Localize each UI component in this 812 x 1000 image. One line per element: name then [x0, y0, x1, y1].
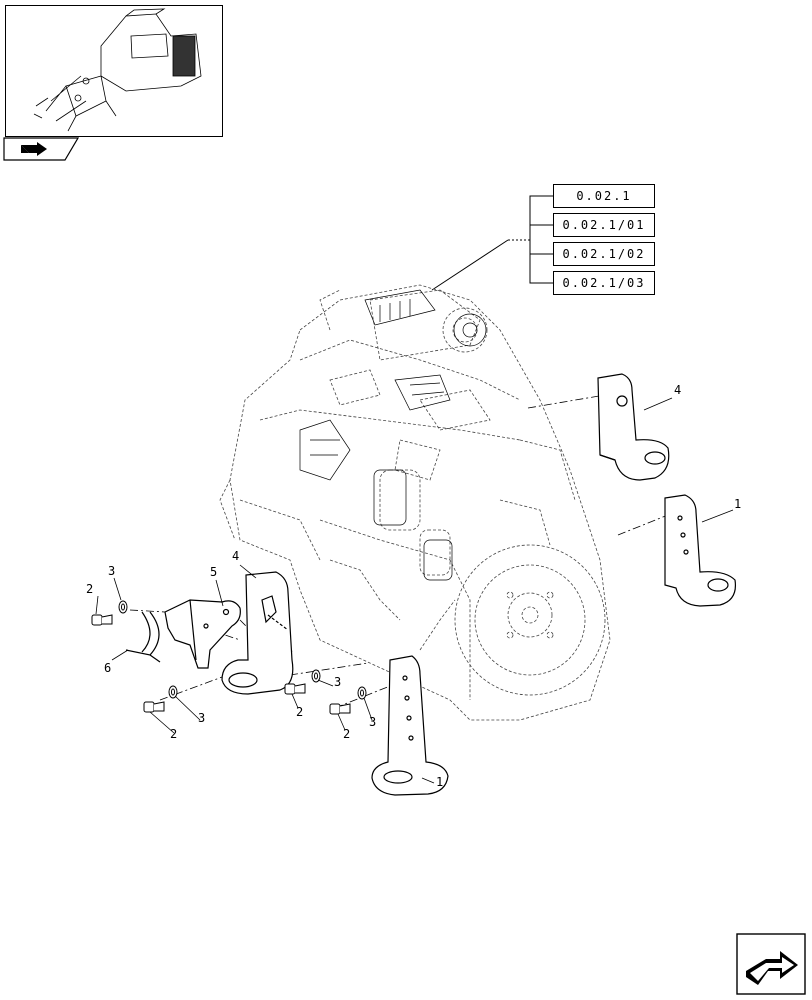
prev-page-button[interactable]: [3, 137, 80, 161]
callout-clip: 6: [104, 661, 112, 675]
washer-c: [311, 669, 321, 683]
callout-bolt-d: 2: [343, 727, 351, 741]
overview-thumbnail[interactable]: [5, 5, 223, 137]
reference-box-1[interactable]: 0.02.1: [553, 184, 655, 208]
callout-bracket-top-right: 4: [674, 383, 682, 397]
bolt-d: [329, 703, 351, 715]
washer-b: [168, 685, 178, 699]
washer-a: [118, 600, 128, 614]
callout-washer-d: 3: [369, 715, 377, 729]
u-clip: [125, 611, 161, 663]
rear-bracket-top-right: [597, 373, 670, 481]
washer-d: [357, 686, 367, 700]
callout-bolt-c: 2: [296, 705, 304, 719]
engine-ghost: [219, 284, 611, 721]
callout-support-plate: 5: [210, 565, 218, 579]
bolt-a: [91, 614, 113, 626]
support-plate: [164, 599, 241, 669]
reference-leader: [431, 195, 553, 291]
reference-box-4[interactable]: 0.02.1/03: [553, 271, 655, 295]
bolt-b: [143, 701, 165, 713]
callout-bolt-a: 2: [86, 582, 94, 596]
callout-washer-c: 3: [334, 675, 342, 689]
forward-arrow-icon: [736, 933, 806, 995]
engine-detail-solid: [299, 289, 487, 581]
callout-leaders: [95, 397, 734, 784]
callout-bracket-right: 1: [734, 497, 742, 511]
flywheel-housing: [454, 544, 606, 696]
alignment-lines: [129, 394, 669, 709]
callout-washer-a: 3: [108, 564, 116, 578]
callout-bracket-bottom: 1: [436, 775, 444, 789]
tractor-thumbnail-drawing: [33, 8, 202, 132]
front-bracket-left: [221, 571, 294, 695]
rear-bracket-right: [664, 494, 737, 607]
callout-bracket-left: 4: [232, 549, 240, 563]
bolt-c: [284, 683, 306, 695]
callout-washer-b: 3: [198, 711, 206, 725]
back-arrow-icon: [3, 137, 80, 161]
callout-bolt-b: 2: [170, 727, 178, 741]
next-page-button[interactable]: [736, 933, 806, 995]
reference-box-2[interactable]: 0.02.1/01: [553, 213, 655, 237]
reference-box-3[interactable]: 0.02.1/02: [553, 242, 655, 266]
